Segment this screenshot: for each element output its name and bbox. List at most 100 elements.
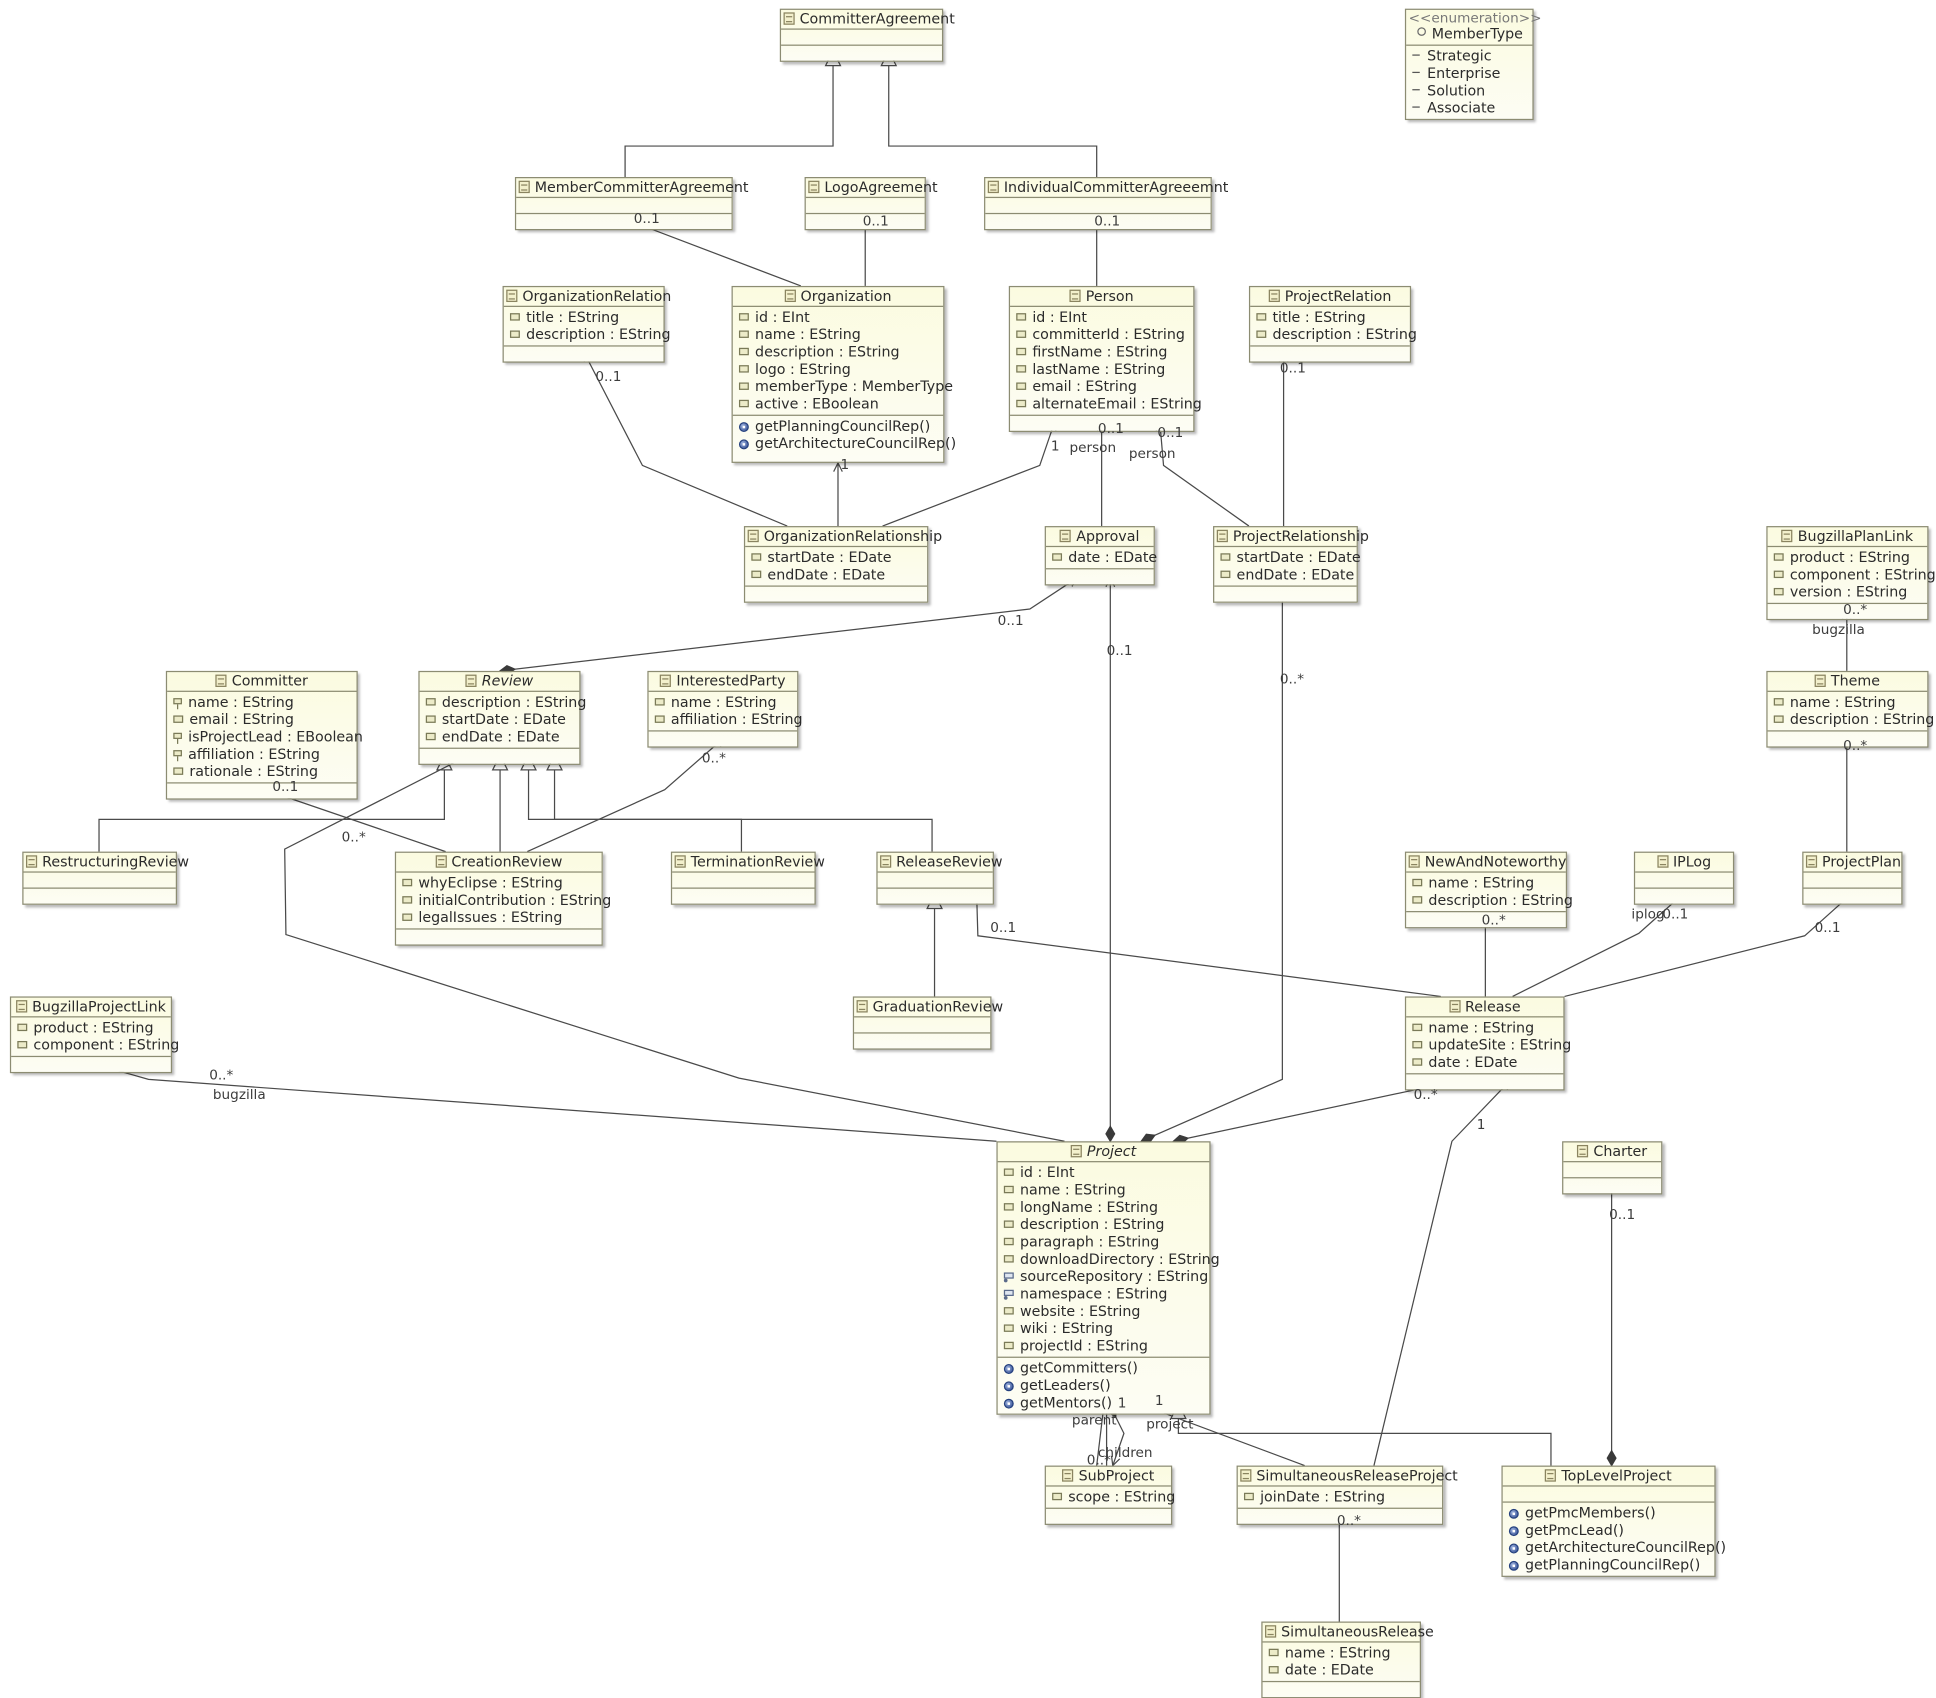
attribute[interactable]: date : EDate: [1406, 1053, 1563, 1071]
attribute[interactable]: startDate : EDate: [1214, 548, 1361, 566]
attribute[interactable]: name : EString: [733, 326, 943, 343]
attribute[interactable]: description : EString: [504, 326, 671, 343]
class-charter[interactable]: Charter: [1562, 1141, 1663, 1195]
class-committer-agreement[interactable]: CommitterAgreement: [779, 8, 955, 62]
attribute[interactable]: firstName : EString: [1010, 343, 1193, 360]
attribute[interactable]: legalIssues : EString: [396, 909, 601, 926]
attribute[interactable]: email : EString: [167, 710, 356, 728]
attribute[interactable]: affiliation : EString: [167, 745, 356, 762]
operation[interactable]: getPlanningCouncilRep(): [1503, 1556, 1715, 1573]
class-member-committer-agreement[interactable]: MemberCommitterAgreement: [514, 177, 748, 231]
class-graduation-review[interactable]: GraduationReview: [852, 996, 1003, 1050]
attribute[interactable]: startDate : EDate: [420, 710, 580, 728]
attribute[interactable]: product : EString: [1768, 548, 1928, 566]
operation[interactable]: getPmcMembers(): [1503, 1504, 1715, 1521]
attribute[interactable]: description : EString: [1768, 710, 1934, 728]
attribute[interactable]: isProjectLead : EBoolean: [167, 728, 363, 745]
attribute[interactable]: logo : EString: [733, 360, 943, 378]
attribute[interactable]: description : EString: [1406, 891, 1573, 909]
attribute[interactable]: startDate : EDate: [745, 548, 927, 566]
attribute[interactable]: name : EString: [1406, 1019, 1563, 1036]
attribute[interactable]: id : EInt: [733, 308, 943, 326]
attribute[interactable]: name : EString: [1406, 874, 1566, 891]
class-project-plan[interactable]: ProjectPlan: [1802, 851, 1903, 905]
operation[interactable]: getArchitectureCouncilRep(): [733, 434, 956, 452]
attribute[interactable]: paragraph : EString: [998, 1233, 1210, 1250]
attribute[interactable]: memberType : MemberType: [733, 378, 953, 395]
operation[interactable]: getPmcLead(): [1503, 1521, 1715, 1539]
attribute[interactable]: whyEclipse : EString: [396, 874, 601, 891]
operation[interactable]: getCommitters(): [998, 1359, 1210, 1376]
attribute[interactable]: component : EString: [11, 1036, 179, 1053]
attribute[interactable]: lastName : EString: [1010, 360, 1193, 378]
attribute[interactable]: date : EDate: [1046, 548, 1157, 566]
attribute[interactable]: endDate : EDate: [1214, 566, 1356, 583]
operation[interactable]: getMentors(): [998, 1394, 1210, 1411]
class-iplog[interactable]: IPLog: [1633, 851, 1735, 905]
attribute[interactable]: description : EString: [420, 693, 586, 710]
class-logo-agreement[interactable]: LogoAgreement: [804, 177, 938, 231]
attribute[interactable]: title : EString: [1250, 308, 1410, 326]
attribute[interactable]: description : EString: [733, 343, 943, 360]
attribute[interactable]: endDate : EDate: [745, 566, 927, 583]
attribute[interactable]: name : EString: [1263, 1644, 1420, 1661]
attribute[interactable]: name : EString: [649, 693, 798, 710]
attribute[interactable]: website : EString: [998, 1302, 1210, 1319]
attribute[interactable]: name : EString: [167, 693, 356, 710]
attribute[interactable]: name : EString: [1768, 693, 1928, 710]
attribute[interactable]: committerId : EString: [1010, 326, 1193, 343]
attribute[interactable]: affiliation : EString: [649, 710, 803, 728]
attribute[interactable]: sourceRepository : EString: [998, 1268, 1210, 1285]
attribute[interactable]: component : EString: [1768, 566, 1936, 583]
attribute[interactable]: id : EInt: [1010, 308, 1193, 326]
attribute[interactable]: title : EString: [504, 308, 664, 326]
attribute[interactable]: version : EString: [1768, 583, 1928, 600]
attribute[interactable]: rationale : EString: [167, 762, 356, 780]
attribute[interactable]: longName : EString: [998, 1198, 1210, 1216]
class-release-review[interactable]: ReleaseReview: [876, 851, 1003, 905]
attribute[interactable]: alternateEmail : EString: [1010, 395, 1202, 412]
attribute[interactable]: description : EString: [998, 1216, 1210, 1233]
attribute[interactable]: id : EInt: [998, 1164, 1210, 1181]
attribute[interactable]: name : EString: [998, 1181, 1210, 1198]
attribute[interactable]: email : EString: [1010, 378, 1193, 395]
attribute[interactable]: product : EString: [11, 1019, 171, 1036]
class-restructuring-review[interactable]: RestructuringReview: [22, 851, 189, 905]
attribute[interactable]: wiki : EString: [998, 1319, 1210, 1337]
attribute[interactable]: scope : EString: [1046, 1488, 1175, 1505]
attribute[interactable]: description : EString: [1250, 326, 1417, 343]
class-individual-committer-agreeemnt[interactable]: IndividualCommitterAgreeemnt: [984, 177, 1228, 231]
class-termination-review[interactable]: TerminationReview: [670, 851, 825, 905]
attribute[interactable]: date : EDate: [1263, 1661, 1420, 1678]
attribute[interactable]: initialContribution : EString: [396, 891, 611, 909]
operation[interactable]: getLeaders(): [998, 1376, 1210, 1394]
operation[interactable]: getPlanningCouncilRep(): [733, 417, 943, 434]
attribute[interactable]: namespace : EString: [998, 1285, 1210, 1302]
attribute[interactable]: updateSite : EString: [1406, 1036, 1571, 1053]
attribute[interactable]: projectId : EString: [998, 1337, 1210, 1354]
attribute[interactable]: active : EBoolean: [733, 395, 943, 412]
attribute[interactable]: endDate : EDate: [420, 728, 580, 745]
attribute[interactable]: joinDate : EString: [1238, 1488, 1442, 1505]
